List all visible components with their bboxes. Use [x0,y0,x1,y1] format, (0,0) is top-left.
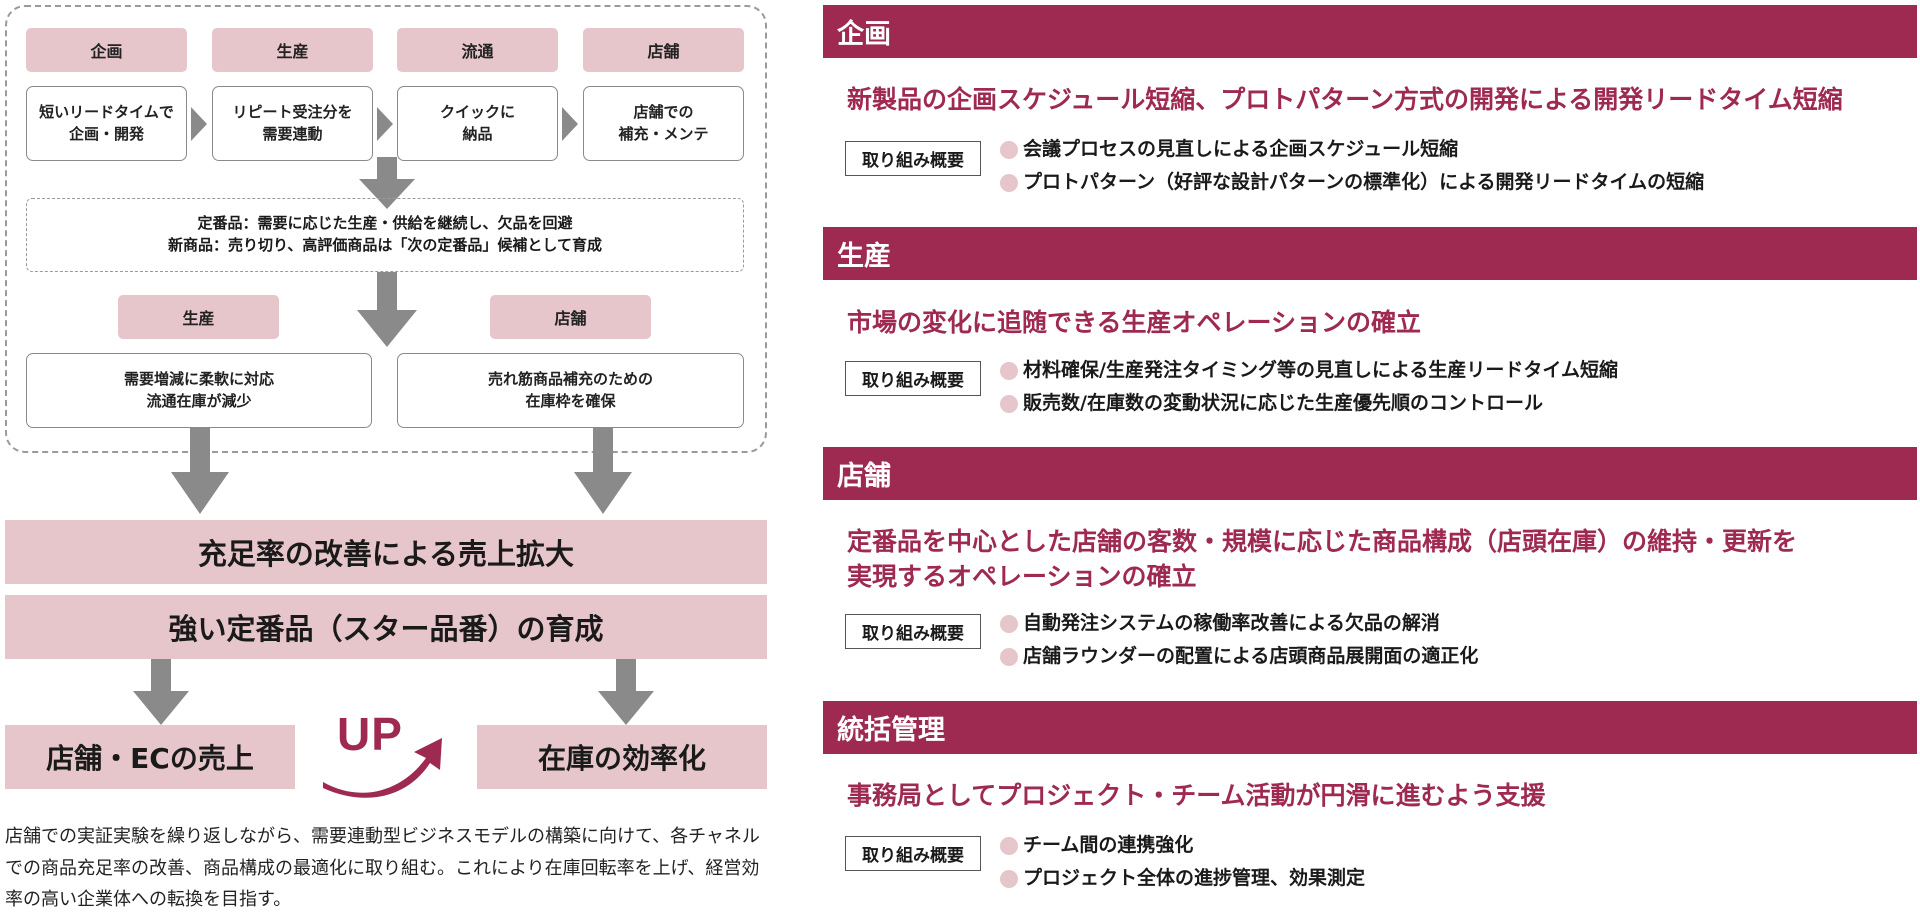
section-subtitle-planning: 新製品の企画スケジュール短縮、プロトパターン方式の開発による開発リードタイム短縮 [847,85,1843,114]
stage-box-planning: 短いリードタイムで 企画・開発 [26,86,187,161]
result-band-sales: 充足率の改善による売上拡大 [5,520,767,584]
down-arrow-to-policy [359,157,415,209]
stage-label-store: 店舗 [583,28,744,72]
list-item-text: 店舗ラウンダーの配置による店頭商品展開面の適正化 [1023,645,1479,667]
list-item-text: プロトパターン（好評な設計パターンの標準化）による開発リードタイムの短縮 [1023,171,1705,193]
section-header-production: 生産 [823,227,1917,280]
list-item: チーム間の連携強化 [1000,829,1900,862]
down-arrow-to-sales [133,659,189,725]
effect-label-store: 店舗 [490,295,651,339]
effect-box-production: 需要増減に柔軟に対応 流通在庫が減少 [26,353,372,428]
section-subtitle-management: 事務局としてプロジェクト・チーム活動が円滑に進むよう支援 [847,781,1546,810]
result-band-staple: 強い定番品（スター品番）の育成 [5,595,767,659]
bullet-dot-icon [1000,361,1018,380]
section-tag-planning: 取り組み概要 [845,141,981,176]
bullet-dot-icon [1000,614,1018,633]
stage-box-store: 店舗での 補充・メンテ [583,86,744,161]
flow-arrow-3 [562,107,578,141]
section-header-planning: 企画 [823,5,1917,58]
up-text: UP [337,708,403,760]
caption-text: 店舗での実証実験を繰り返しながら、需要連動型ビジネスモデルの構築に向けて、各チャ… [5,826,760,910]
list-item: 会議プロセスの見直しによる企画スケジュール短縮 [1000,133,1900,166]
section-items-planning: 会議プロセスの見直しによる企画スケジュール短縮 プロトパターン（好評な設計パター… [1000,133,1900,199]
list-item: 販売数/在庫数の変動状況に応じた生産優先順のコントロール [1000,387,1900,420]
section-tag-store: 取り組み概要 [845,614,981,649]
bullet-dot-icon [1000,140,1018,159]
flow-arrow-2 [377,107,393,141]
stage-box-production: リピート受注分を 需要連動 [212,86,373,161]
bullet-dot-icon [1000,869,1018,888]
up-curve-arrow-icon [323,738,442,798]
down-arrow-to-effects [357,272,417,347]
down-arrow-left-to-result [171,428,229,514]
bullet-dot-icon [1000,836,1018,855]
section-header-store: 店舗 [823,447,1917,500]
section-tag-management: 取り組み概要 [845,836,981,871]
list-item-text: プロジェクト全体の進捗管理、効果測定 [1023,867,1366,889]
stage-label-planning: 企画 [26,28,187,72]
list-item: 材料確保/生産発注タイミング等の見直しによる生産リードタイム短縮 [1000,354,1900,387]
list-item-text: 会議プロセスの見直しによる企画スケジュール短縮 [1023,138,1459,160]
stage-label-distribution: 流通 [397,28,558,72]
list-item: 店舗ラウンダーの配置による店頭商品展開面の適正化 [1000,640,1900,673]
list-item-text: チーム間の連携強化 [1023,834,1194,856]
effect-box-store: 売れ筋商品補充のための 在庫枠を確保 [397,353,744,428]
outcome-inventory: 在庫の効率化 [477,725,767,789]
bullet-dot-icon [1000,647,1018,666]
outcome-sales: 店舗・ECの売上 [5,725,295,789]
down-arrow-to-inventory [598,659,654,725]
stage-label-production: 生産 [212,28,373,72]
bullet-dot-icon [1000,173,1018,192]
section-tag-production: 取り組み概要 [845,361,981,396]
effect-label-production: 生産 [118,295,279,339]
list-item: プロジェクト全体の進捗管理、効果測定 [1000,862,1900,895]
list-item: 自動発注システムの稼働率改善による欠品の解消 [1000,607,1900,640]
list-item-text: 自動発注システムの稼働率改善による欠品の解消 [1023,612,1440,634]
list-item-text: 材料確保/生産発注タイミング等の見直しによる生産リードタイム短縮 [1023,359,1618,381]
section-subtitle-production: 市場の変化に追随できる生産オペレーションの確立 [847,308,1422,337]
section-items-production: 材料確保/生産発注タイミング等の見直しによる生産リードタイム短縮 販売数/在庫数… [1000,354,1900,420]
section-header-management: 統括管理 [823,701,1917,754]
list-item: プロトパターン（好評な設計パターンの標準化）による開発リードタイムの短縮 [1000,166,1900,199]
policy-box: 定番品：需要に応じた生産・供給を継続し、欠品を回避 新商品：売り切り、高評価商品… [26,198,744,272]
flow-container [5,5,767,453]
flow-arrow-1 [191,107,207,141]
stage-box-distribution: クイックに 納品 [397,86,558,161]
down-arrow-right-to-result [574,428,632,514]
section-items-store: 自動発注システムの稼働率改善による欠品の解消 店舗ラウンダーの配置による店頭商品… [1000,607,1900,673]
section-items-management: チーム間の連携強化 プロジェクト全体の進捗管理、効果測定 [1000,829,1900,895]
bullet-dot-icon [1000,394,1018,413]
list-item-text: 販売数/在庫数の変動状況に応じた生産優先順のコントロール [1023,392,1543,414]
section-subtitle-store: 定番品を中心とした店舗の客数・規模に応じた商品構成（店頭在庫）の維持・更新を 実… [847,527,1798,591]
